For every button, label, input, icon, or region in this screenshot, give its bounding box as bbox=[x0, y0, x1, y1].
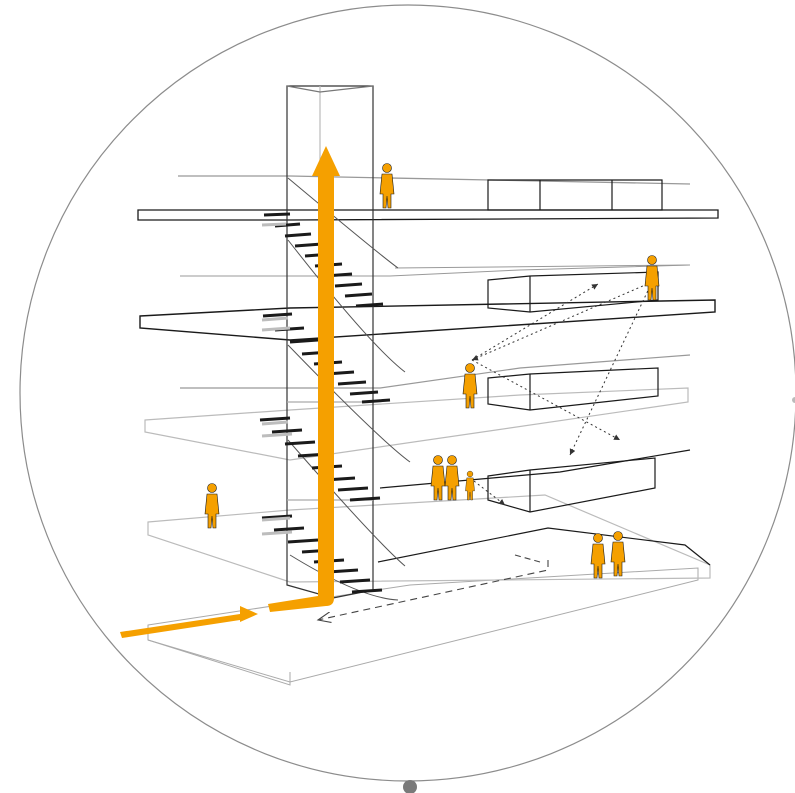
person-top-floor bbox=[380, 164, 394, 209]
frame-handle-bottom[interactable] bbox=[403, 780, 417, 793]
room-box-top bbox=[488, 180, 662, 210]
person-child bbox=[465, 471, 474, 500]
room-box-upper bbox=[488, 272, 658, 312]
floor-slab-2 bbox=[145, 388, 690, 488]
room-box-middle bbox=[488, 368, 658, 410]
person-middle bbox=[463, 364, 477, 409]
room-box-lower bbox=[488, 458, 655, 512]
floor-slab-1 bbox=[148, 495, 710, 582]
person-left bbox=[205, 484, 219, 529]
person-group-2 bbox=[445, 456, 459, 501]
stair-guide-lines bbox=[288, 178, 410, 600]
floor-slab-4 bbox=[180, 265, 690, 276]
ground-slab bbox=[148, 568, 698, 685]
floor-slab-3 bbox=[140, 300, 715, 388]
person-pair-2 bbox=[611, 532, 625, 577]
floor-slab-5 bbox=[138, 176, 718, 220]
person-group-1 bbox=[431, 456, 445, 501]
person-upper-right bbox=[645, 256, 659, 301]
person-pair-1 bbox=[591, 534, 605, 579]
frame-circle bbox=[20, 5, 795, 781]
